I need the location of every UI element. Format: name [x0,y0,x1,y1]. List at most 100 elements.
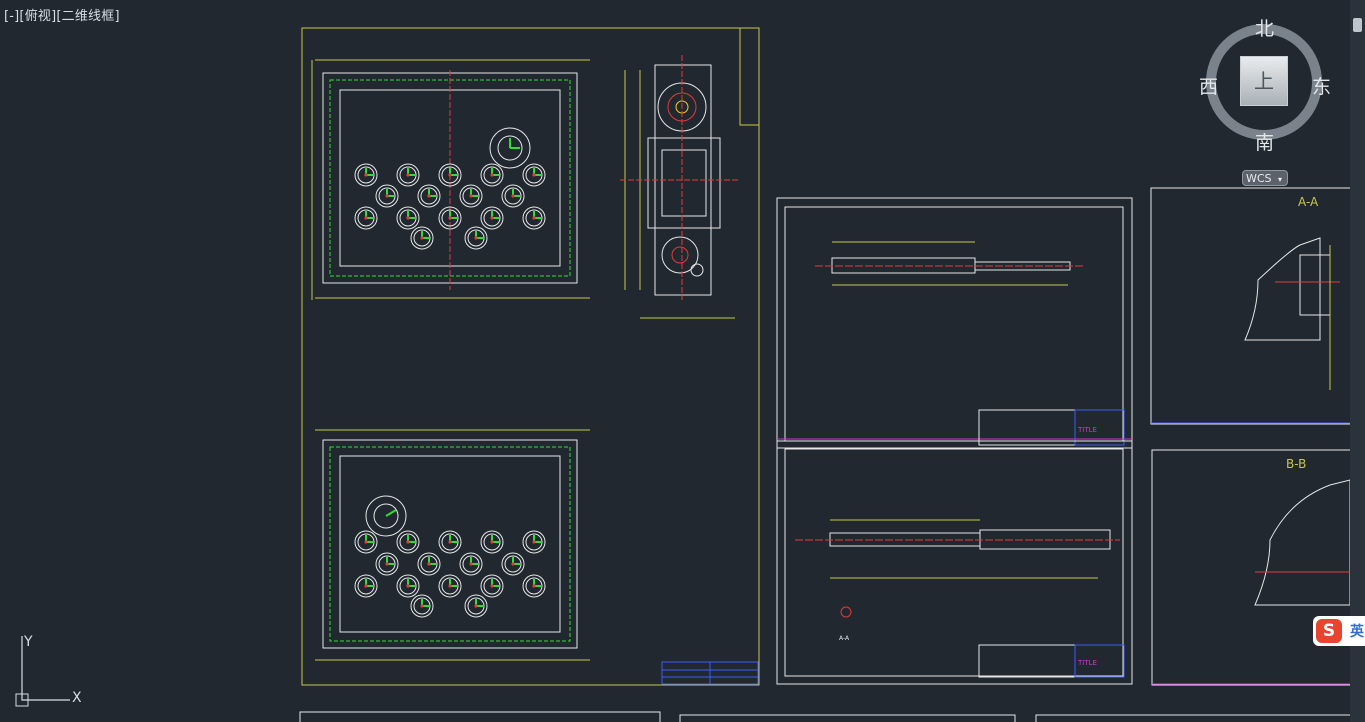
bore-hole [464,226,488,250]
holes-bottom [354,530,546,618]
ucs-x-label: X [72,690,82,706]
bore-hole-inner [420,187,438,205]
bore-center [448,584,452,588]
bore-center [490,540,494,544]
bore-center [364,216,368,220]
sogou-logo-icon[interactable]: S [1316,619,1342,643]
title-block-1-title: TITLE [1077,426,1097,434]
bore-center [406,216,410,220]
bore-hole-inner [462,187,480,205]
viewcube[interactable]: 北 南 东 西 上 [1198,16,1338,156]
bore-center [364,584,368,588]
bore-hole [438,206,462,230]
bore-center [385,562,389,566]
bore-hole-inner [462,555,480,573]
bore-center [385,194,389,198]
bore-center [511,194,515,198]
bore-center [490,584,494,588]
section-label-aa: A-A [1298,195,1319,209]
bore-hole [396,163,420,187]
vertical-scrollbar[interactable] [1350,0,1365,722]
bore-hole-inner [420,555,438,573]
sheet-section-bb [1151,449,1353,686]
bore-center [364,173,368,177]
ime-language-toggle[interactable]: 英 [1350,624,1364,640]
viewcube-ring[interactable] [1198,16,1338,156]
bore-center [532,173,536,177]
bore-hole-inner [467,597,485,615]
bore-hole [480,574,504,598]
bore-center [448,540,452,544]
chevron-down-icon: ▾ [1278,175,1283,184]
bore-hole-inner [378,187,396,205]
bore-hole [438,574,462,598]
bore-hole-inner [525,166,543,184]
bore-hole [354,530,378,554]
bore-hole [396,206,420,230]
bore-hole-inner [467,229,485,247]
compass-north[interactable]: 北 [1255,18,1275,40]
bore-center [511,562,515,566]
title-block-main [661,661,759,685]
ime-toolbar[interactable]: S 英 [1313,616,1365,646]
bore-hole-inner [357,577,375,595]
bore-hole-inner [399,166,417,184]
bore-hole-inner [483,533,501,551]
bore-center [427,562,431,566]
sheet-section-aa [1150,187,1352,425]
bore-hole [501,184,525,208]
plate-top [311,59,590,300]
bore-hole [522,530,546,554]
bore-hole [522,163,546,187]
bore-hole [459,184,483,208]
bore-hole-inner [357,533,375,551]
bore-center [406,540,410,544]
bore-hole-inner [441,533,459,551]
bore-hole-inner [483,577,501,595]
bore-hole [438,163,462,187]
bore-hole-inner [357,166,375,184]
bore-hole [417,552,441,576]
bore-center [474,604,478,608]
bore-hole [354,574,378,598]
bore-hole [410,594,434,618]
ucs-icon: Y X [15,634,82,707]
bore-hole-inner [525,577,543,595]
bore-center [420,236,424,240]
viewport-label[interactable]: [-][俯视][二维线框] [4,9,120,24]
bore-hole-inner [525,209,543,227]
bore-hole [396,530,420,554]
sheet-shaft-2 [776,440,1133,685]
bore-center [406,584,410,588]
bore-hole-inner [483,166,501,184]
bore-hole-inner [413,229,431,247]
bore-hole [501,552,525,576]
wcs-label: WCS [1246,172,1272,185]
bore-hole [459,552,483,576]
bore-hole-inner [525,533,543,551]
bore-center [474,236,478,240]
viewcube-top-face[interactable]: 上 [1240,56,1288,106]
bore-center [532,216,536,220]
bore-center [448,216,452,220]
compass-south[interactable]: 南 [1255,132,1275,154]
compass-west[interactable]: 西 [1199,76,1219,98]
bore-hole-inner [441,209,459,227]
bore-hole-inner [483,209,501,227]
bore-hole-inner [378,555,396,573]
bore-hole [354,163,378,187]
bore-hole-inner [399,577,417,595]
bore-hole [522,206,546,230]
bore-center [490,173,494,177]
bore-hole-inner [441,577,459,595]
bore-hole [480,530,504,554]
compass-east[interactable]: 东 [1312,76,1332,98]
scrollbar-thumb[interactable] [1353,18,1362,32]
bore-hole-inner [399,533,417,551]
bore-hole-inner [504,187,522,205]
sheet-shaft-1 [776,197,1133,449]
bore-hole-inner [357,209,375,227]
bore-center [490,216,494,220]
wcs-menu[interactable]: WCS ▾ [1242,170,1288,186]
